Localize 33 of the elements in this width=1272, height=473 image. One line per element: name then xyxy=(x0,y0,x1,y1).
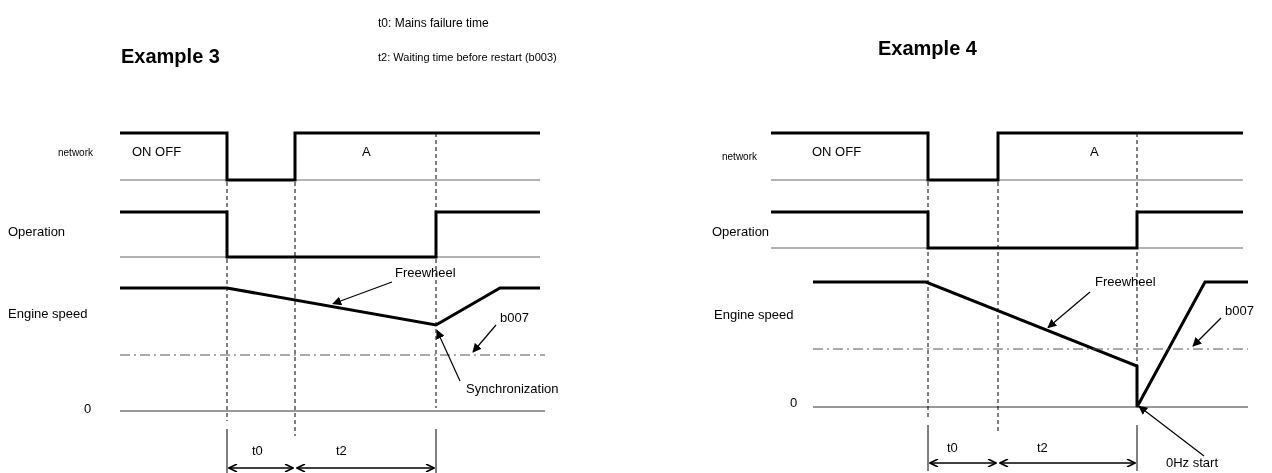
panel-title: Example 4 xyxy=(878,38,977,58)
state-label: A xyxy=(1090,145,1099,158)
state-label: ON OFF xyxy=(812,145,862,158)
signal-name: Operation xyxy=(712,225,770,238)
threshold-line xyxy=(119,354,546,356)
leader-line xyxy=(1192,317,1222,347)
state-label: ON OFF xyxy=(132,145,182,158)
signal-name: network xyxy=(722,152,757,162)
leader-line xyxy=(436,329,461,382)
state-label: A xyxy=(362,145,371,158)
panel-title: Example 3 xyxy=(121,46,220,66)
signal-name: network xyxy=(58,148,93,158)
dimension-label: t2 xyxy=(336,444,347,457)
leader-line xyxy=(1138,405,1205,457)
signal-name: Engine speed xyxy=(8,307,88,320)
callout-text: Freewheel xyxy=(395,266,456,279)
callout-text: Freewheel xyxy=(1095,275,1156,288)
dimension-label: t0 xyxy=(947,441,958,454)
signal-name: Operation xyxy=(8,225,66,238)
callout-text: b007 xyxy=(1225,304,1254,317)
callout-text: Synchronization xyxy=(466,382,559,395)
leader-line xyxy=(332,281,393,306)
leader-line xyxy=(472,324,497,353)
axis-value: 0 xyxy=(84,402,92,415)
signal-name: Engine speed xyxy=(714,308,794,321)
dimension-label: t2 xyxy=(1037,441,1048,454)
dimension-label: t0 xyxy=(252,444,263,457)
axis-value: 0 xyxy=(790,396,798,409)
leader-line xyxy=(1047,291,1091,329)
speed-curve xyxy=(120,286,540,327)
legend-note: t2: Waiting time before restart (b003) xyxy=(378,52,557,63)
legend-note: t0: Mains failure time xyxy=(378,17,489,29)
callout-text: 0Hz start xyxy=(1166,456,1218,469)
